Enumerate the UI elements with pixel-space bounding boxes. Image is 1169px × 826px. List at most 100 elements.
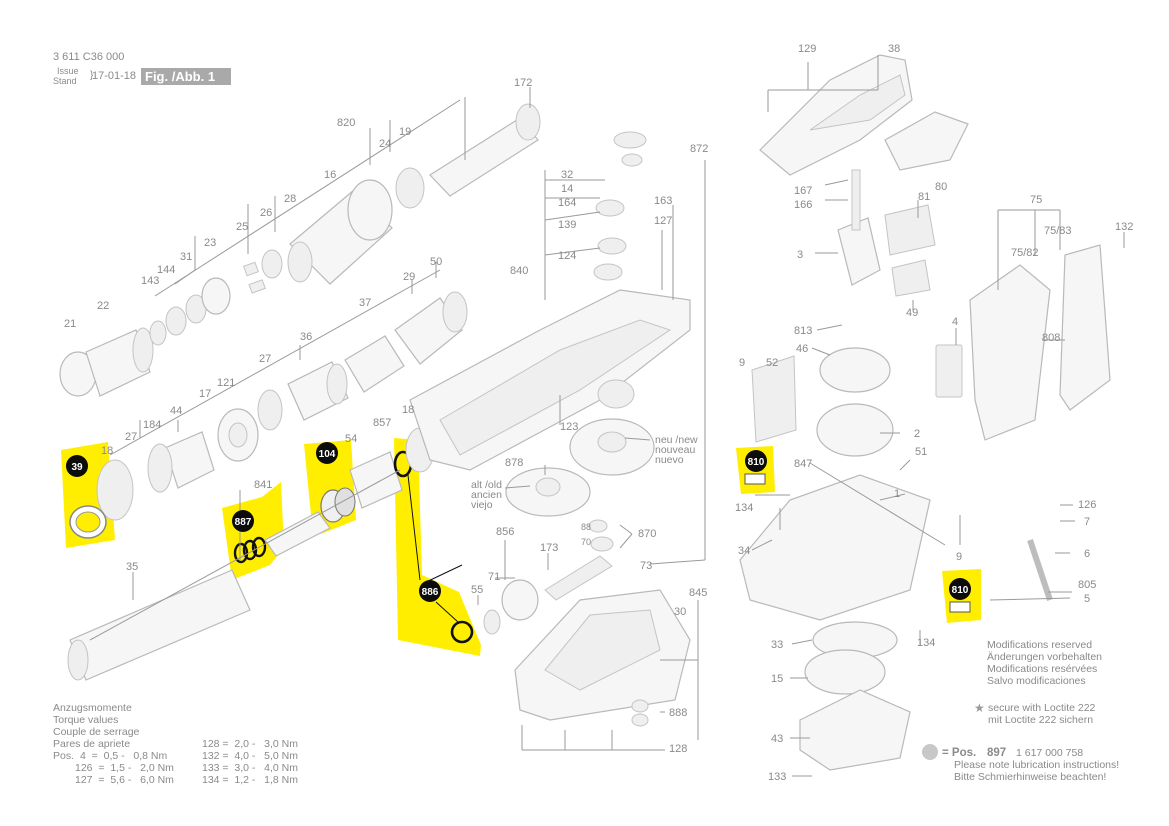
torque-heading: Pares de apriete [53,738,130,750]
svg-text:Modifications reserved: Modifications reserved [987,639,1092,651]
part-label: 23 [204,237,216,249]
part-label: 805 [1078,579,1096,591]
fig-label-box [141,68,231,85]
doc-number: 3 611 C36 000 [53,51,124,63]
svg-text:secure with Loctite 222: secure with Loctite 222 [988,702,1096,714]
part-label: 27 [259,353,271,365]
part-label: 1 [894,488,900,500]
part-label: 46 [796,343,808,355]
part-label: 52 [766,357,778,369]
center-assembly-parts [409,131,691,727]
star-icon: ★ [974,701,985,715]
torque-heading: Couple de serrage [53,726,140,738]
part-label: 4 [952,316,958,328]
gear-note-old-2: ancien [471,489,502,501]
part-label: 163 [654,195,672,207]
part-label: 25 [236,221,248,233]
part-label: 167 [794,185,812,197]
svg-text:810: 810 [748,457,765,468]
gear-notes: neu /new nouveau nuevo alt /old ancien v… [471,434,698,511]
badge-887[interactable]: 887 [232,510,254,532]
badge-39[interactable]: 39 [66,455,88,477]
part-label: 184 [143,419,161,431]
part-label: 841 [254,479,272,491]
lube-pos-label: = Pos. [942,747,976,759]
gear-note-new-1: neu /new [655,434,698,446]
part-label: 143 [141,275,159,287]
svg-text:Salvo modificaciones: Salvo modificaciones [987,675,1086,687]
part-label: 808 [1042,332,1060,344]
highlight-887 [222,482,284,580]
part-label: 14 [561,183,573,195]
issue-label: Issue [57,66,79,76]
part-label: 139 [558,219,576,231]
part-label: 126 [1078,499,1096,511]
part-label: 24 [379,138,391,150]
torque-heading: Anzugsmomente [53,702,132,714]
badge-104[interactable]: 104 [316,442,338,464]
svg-text:887: 887 [235,517,252,528]
part-label: 22 [97,300,109,312]
part-label: 9 [956,551,962,563]
part-label: 38 [888,43,900,55]
part-label: 33 [771,639,783,651]
part-label: 73 [640,560,652,572]
svg-text:mit Loctite 222 sichern: mit Loctite 222 sichern [988,714,1093,726]
part-label: 70 [581,537,591,547]
part-label: 173 [540,542,558,554]
part-label: 34 [738,545,750,557]
gear-note-new-2: nouveau [655,444,695,456]
torque-row: 127 = 5,6 - 6,0 Nm [75,774,174,786]
part-label: 44 [170,405,182,417]
part-label: 27 [125,431,137,443]
part-label: 6 [1084,548,1090,560]
badge-810b[interactable]: 810 [949,578,971,613]
part-label: 9 [739,357,745,369]
svg-text:39: 39 [71,462,83,473]
badge-886[interactable]: 886 [419,580,441,602]
part-label: 18 [402,404,414,416]
lube-line-3: Bitte Schmierhinweise beachten! [954,771,1106,783]
part-label: 129 [798,43,816,55]
part-label: 5 [1084,593,1090,605]
part-label: 75 [1030,194,1042,206]
lube-part-number: 1 617 000 758 [1016,747,1083,759]
part-label: 18 [101,445,113,457]
gear-note-old-3: viejo [471,499,493,511]
part-label: 17 [199,388,211,400]
lube-line-2: Please note lubrication instructions! [954,759,1119,771]
highlight-886 [394,438,481,656]
part-label: 29 [403,271,415,283]
part-label: 166 [794,199,812,211]
part-labels: 172 820 19 24 16 28 26 25 23 31 144 143 … [64,43,1133,783]
part-label: 840 [510,265,528,277]
torque-pos-label: Pos. [53,750,74,762]
part-label: 164 [558,197,576,209]
part-label: 26 [260,207,272,219]
issue-date: 17-01-18 [92,70,136,82]
part-label: 88 [581,522,591,532]
part-label: 127 [654,215,672,227]
part-label: 35 [126,561,138,573]
part-label: 30 [674,606,686,618]
part-label: 2 [914,428,920,440]
part-label: 144 [157,264,175,276]
svg-text:Modifications resérvées: Modifications resérvées [987,663,1097,675]
fig-label: Fig. /Abb. 1 [145,69,215,84]
part-label: 172 [514,77,532,89]
part-label: 856 [496,526,514,538]
part-label: 121 [217,377,235,389]
part-label: 15 [771,673,783,685]
torque-row: 132 = 4,0 - 5,0 Nm [202,750,298,762]
brace-icon: } [90,70,94,81]
part-label: 16 [324,169,336,181]
part-label: 19 [399,126,411,138]
part-label: 128 [669,743,687,755]
part-label: 54 [345,433,357,445]
part-label: 872 [690,143,708,155]
badge-810a[interactable]: 810 [744,450,767,485]
part-label: 31 [180,251,192,263]
part-label: 134 [917,637,935,649]
part-label: 870 [638,528,656,540]
